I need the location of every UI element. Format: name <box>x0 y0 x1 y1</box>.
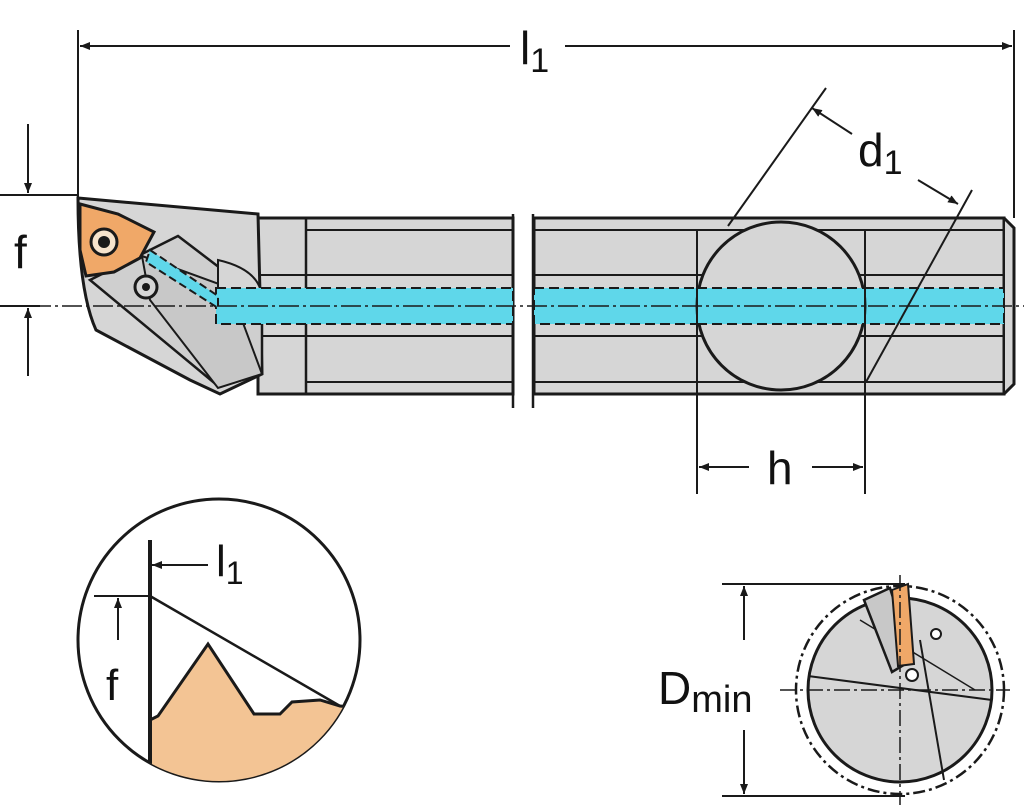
svg-text:l1: l1 <box>520 22 549 80</box>
detail-l1-sub: 1 <box>226 555 244 591</box>
thread-detail: l1 f <box>76 497 362 783</box>
l1-label: l <box>520 22 530 74</box>
dim-l1: l1 <box>77 22 1015 218</box>
detail-l1-label: l <box>216 537 226 586</box>
svg-text:Dmin: Dmin <box>658 662 752 721</box>
dmin-sub: min <box>691 679 752 721</box>
h-label: h <box>767 442 793 494</box>
dim-h: h <box>696 382 866 494</box>
l1-sub: 1 <box>530 42 549 80</box>
break-marks <box>511 214 535 408</box>
svg-text:l1: l1 <box>216 537 244 591</box>
dim-d1: d1 <box>727 87 973 383</box>
dmin-label: D <box>658 662 691 714</box>
thread-insert <box>78 202 157 278</box>
svg-text:d1: d1 <box>858 124 903 182</box>
d1-sub: 1 <box>884 144 903 182</box>
detail-f-label: f <box>106 661 119 710</box>
dim-f: f <box>0 124 78 376</box>
end-view: Dmin <box>658 575 1010 805</box>
d1-label: d <box>858 124 884 176</box>
f-label: f <box>14 226 27 278</box>
